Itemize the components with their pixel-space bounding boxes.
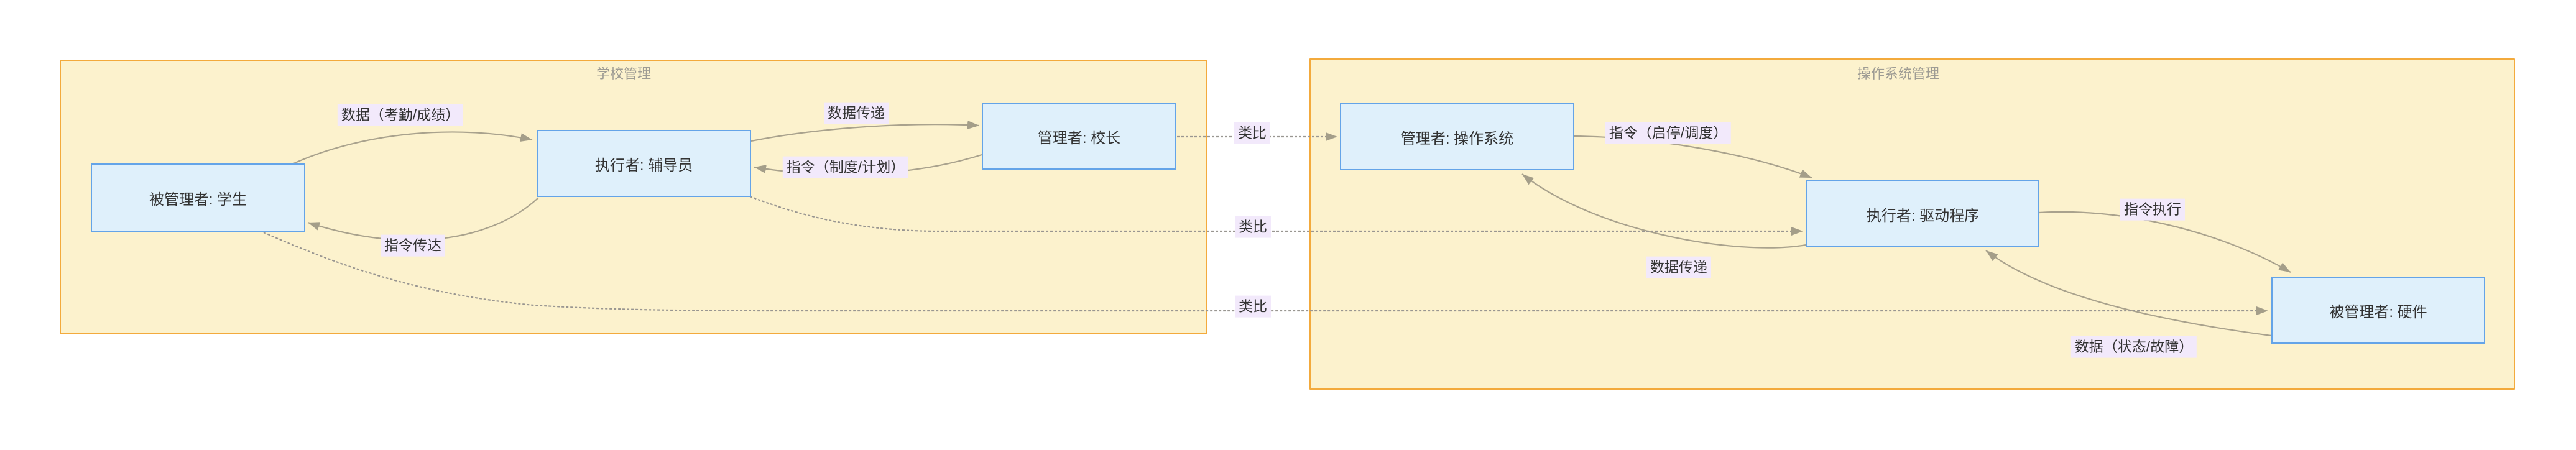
edge-label-command-execution: 指令执行 — [2120, 198, 2185, 221]
analogy-label-row2: 类比 — [1235, 216, 1271, 238]
analogy-edge-student-to-hardware — [263, 231, 2268, 315]
node-principal: 管理者: 校长 — [982, 103, 1176, 170]
analogy-label-row3: 类比 — [1235, 295, 1271, 318]
edge-counselor-to-principal — [750, 120, 980, 142]
edge-label-command-startstop-schedule: 指令（启停/调度） — [1605, 122, 1732, 144]
edge-label-data-transfer-os: 数据传递 — [1646, 256, 1711, 278]
edge-driver-to-os — [1521, 173, 1807, 249]
node-driver: 执行者: 驱动程序 — [1806, 180, 2039, 247]
edge-label-data-status-fault: 数据（状态/故障） — [2070, 336, 2197, 358]
edge-counselor-to-student — [307, 197, 539, 241]
edge-hardware-to-driver — [1985, 250, 2272, 337]
edge-student-to-counselor — [292, 131, 533, 165]
analogy-edge-counselor-to-driver — [749, 195, 1803, 236]
edge-driver-to-hardware — [2039, 211, 2291, 273]
node-operating-system: 管理者: 操作系统 — [1340, 103, 1574, 170]
analogy-label-row1: 类比 — [1234, 122, 1270, 144]
edge-label-command-delivery: 指令传达 — [381, 234, 445, 257]
edge-label-command-policy-plan: 指令（制度/计划） — [782, 156, 909, 178]
cluster-title-school-management: 学校管理 — [596, 66, 652, 81]
edge-label-data-transfer-school: 数据传递 — [824, 102, 889, 124]
cluster-title-os-management: 操作系统管理 — [1857, 66, 1940, 81]
node-student: 被管理者: 学生 — [91, 163, 305, 232]
edge-label-data-attendance-grades: 数据（考勤/成绩） — [337, 104, 464, 126]
node-counselor: 执行者: 辅导员 — [537, 130, 751, 197]
node-hardware: 被管理者: 硬件 — [2271, 277, 2485, 344]
